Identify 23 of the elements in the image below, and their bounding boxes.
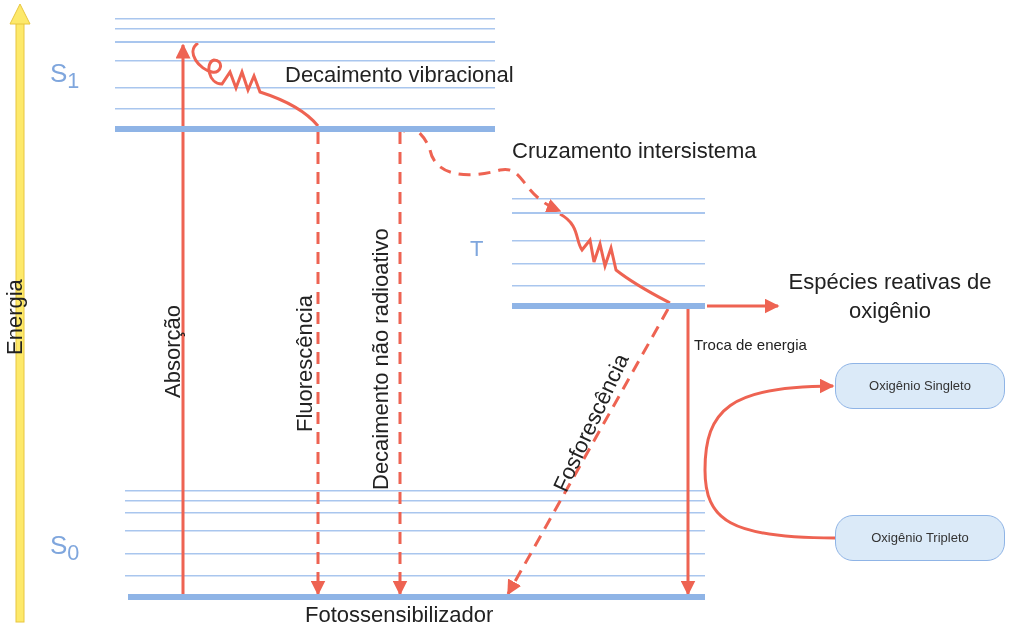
molecule-box: Oxigênio Singleto — [835, 363, 1005, 409]
level-label: S$_{1}$ — [50, 58, 80, 95]
edge-label: Cruzamento intersistema — [512, 138, 757, 164]
arrow — [392, 132, 408, 596]
level-label: T — [470, 236, 484, 262]
level-label: Fotossensibilizador — [305, 602, 494, 628]
vibrational-level-line — [115, 41, 495, 43]
edge-label: Troca de energia — [694, 336, 807, 353]
molecule-box: Oxigênio Tripleto — [835, 515, 1005, 561]
edge-label: Fluorescência — [292, 295, 318, 432]
arrow — [703, 378, 836, 540]
vibrational-level-line — [512, 212, 705, 214]
arrow — [310, 132, 326, 596]
arrow — [680, 309, 696, 596]
edge-label: Decaimento vibracional — [285, 62, 514, 88]
edge-label: Decaimento não radioativo — [368, 228, 394, 490]
product-label: Espécies reativas de oxigênio — [770, 268, 1010, 328]
axis-label: Energia — [2, 279, 28, 355]
arrow — [707, 298, 780, 314]
edge-label: Absorção — [160, 305, 186, 398]
level-label: S$_{0}$ — [50, 530, 80, 567]
arrow — [175, 43, 191, 594]
arrow — [506, 308, 670, 596]
